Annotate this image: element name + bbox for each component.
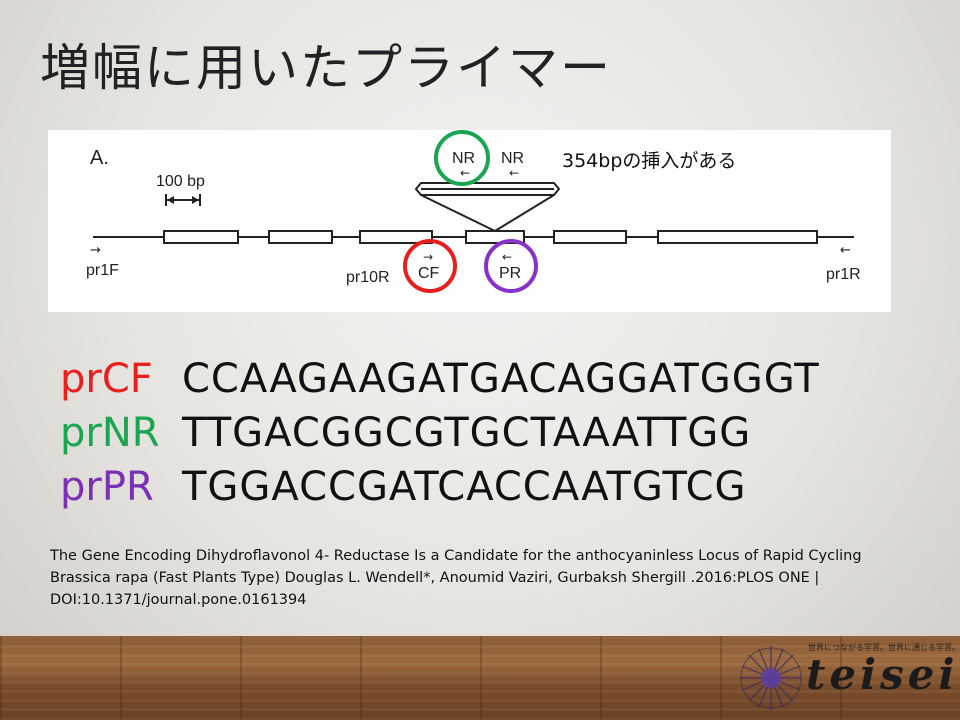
nr-right-label: NR	[501, 150, 524, 167]
teisei-logo: 世界につながる学習。世界に通じる学習。 teisei	[736, 640, 960, 718]
pr-label: PR	[499, 265, 521, 282]
pr-highlight-circle	[484, 239, 538, 293]
primer-name: prNR	[60, 410, 160, 456]
pr1f-arrow-icon: →	[90, 243, 101, 258]
exons	[163, 230, 818, 244]
gene-structure-figure: A. 100 bp NR NR	[48, 130, 891, 312]
logo-tagline: 世界につながる学習。世界に通じる学習。	[808, 643, 960, 652]
exon-2	[268, 230, 333, 244]
primer-row-nr: prNR TTGACGGCGTGCTAAATTGG	[60, 406, 820, 460]
exon-3	[359, 230, 433, 244]
insertion-element	[414, 182, 561, 232]
primer-sequence: TGGACCGATCACCAATGTCG	[182, 464, 747, 510]
insertion-note: 354bpの挿入がある	[562, 150, 737, 172]
nr-right-arrow-icon: ←	[509, 166, 519, 180]
exon-5	[553, 230, 627, 244]
exon-1	[163, 230, 239, 244]
pr1f-label: pr1F	[86, 262, 119, 279]
gene-diagram: A. 100 bp NR NR	[86, 130, 861, 293]
primer-sequence: TTGACGGCGTGCTAAATTGG	[182, 410, 752, 456]
cf-label: CF	[418, 265, 440, 282]
primer-row-cf: prCF CCAAGAAGATGACAGGATGGGT	[60, 352, 820, 406]
citation: The Gene Encoding Dihydroflavonol 4- Red…	[50, 548, 862, 608]
nr-left-arrow-icon: ←	[460, 166, 470, 180]
slide-title: 増幅に用いたプライマー	[40, 39, 612, 97]
cf-arrow-icon: →	[423, 250, 433, 264]
primer-list: prCF CCAAGAAGATGACAGGATGGGT prNR TTGACGG…	[60, 352, 820, 514]
primer-sequence: CCAAGAAGATGACAGGATGGGT	[182, 356, 820, 402]
scale-bar	[165, 194, 201, 206]
panel-label: A.	[90, 147, 109, 169]
pr10r-label: pr10R	[346, 269, 390, 286]
primer-name: prPR	[60, 464, 154, 510]
pr-arrow-icon: ←	[502, 250, 512, 264]
primer-row-pr: prPR TGGACCGATCACCAATGTCG	[60, 460, 820, 514]
logo-emblem-icon	[740, 646, 802, 710]
scale-label: 100 bp	[156, 173, 205, 190]
exon-6	[657, 230, 818, 244]
primer-name: prCF	[60, 356, 153, 402]
nr-left-label: NR	[452, 150, 475, 167]
cf-highlight-circle	[403, 239, 457, 293]
logo-wordmark: teisei	[806, 650, 959, 699]
pr1r-arrow-icon: ←	[840, 243, 851, 258]
pr1r-label: pr1R	[826, 266, 861, 283]
nr-highlight-circle	[434, 130, 490, 186]
